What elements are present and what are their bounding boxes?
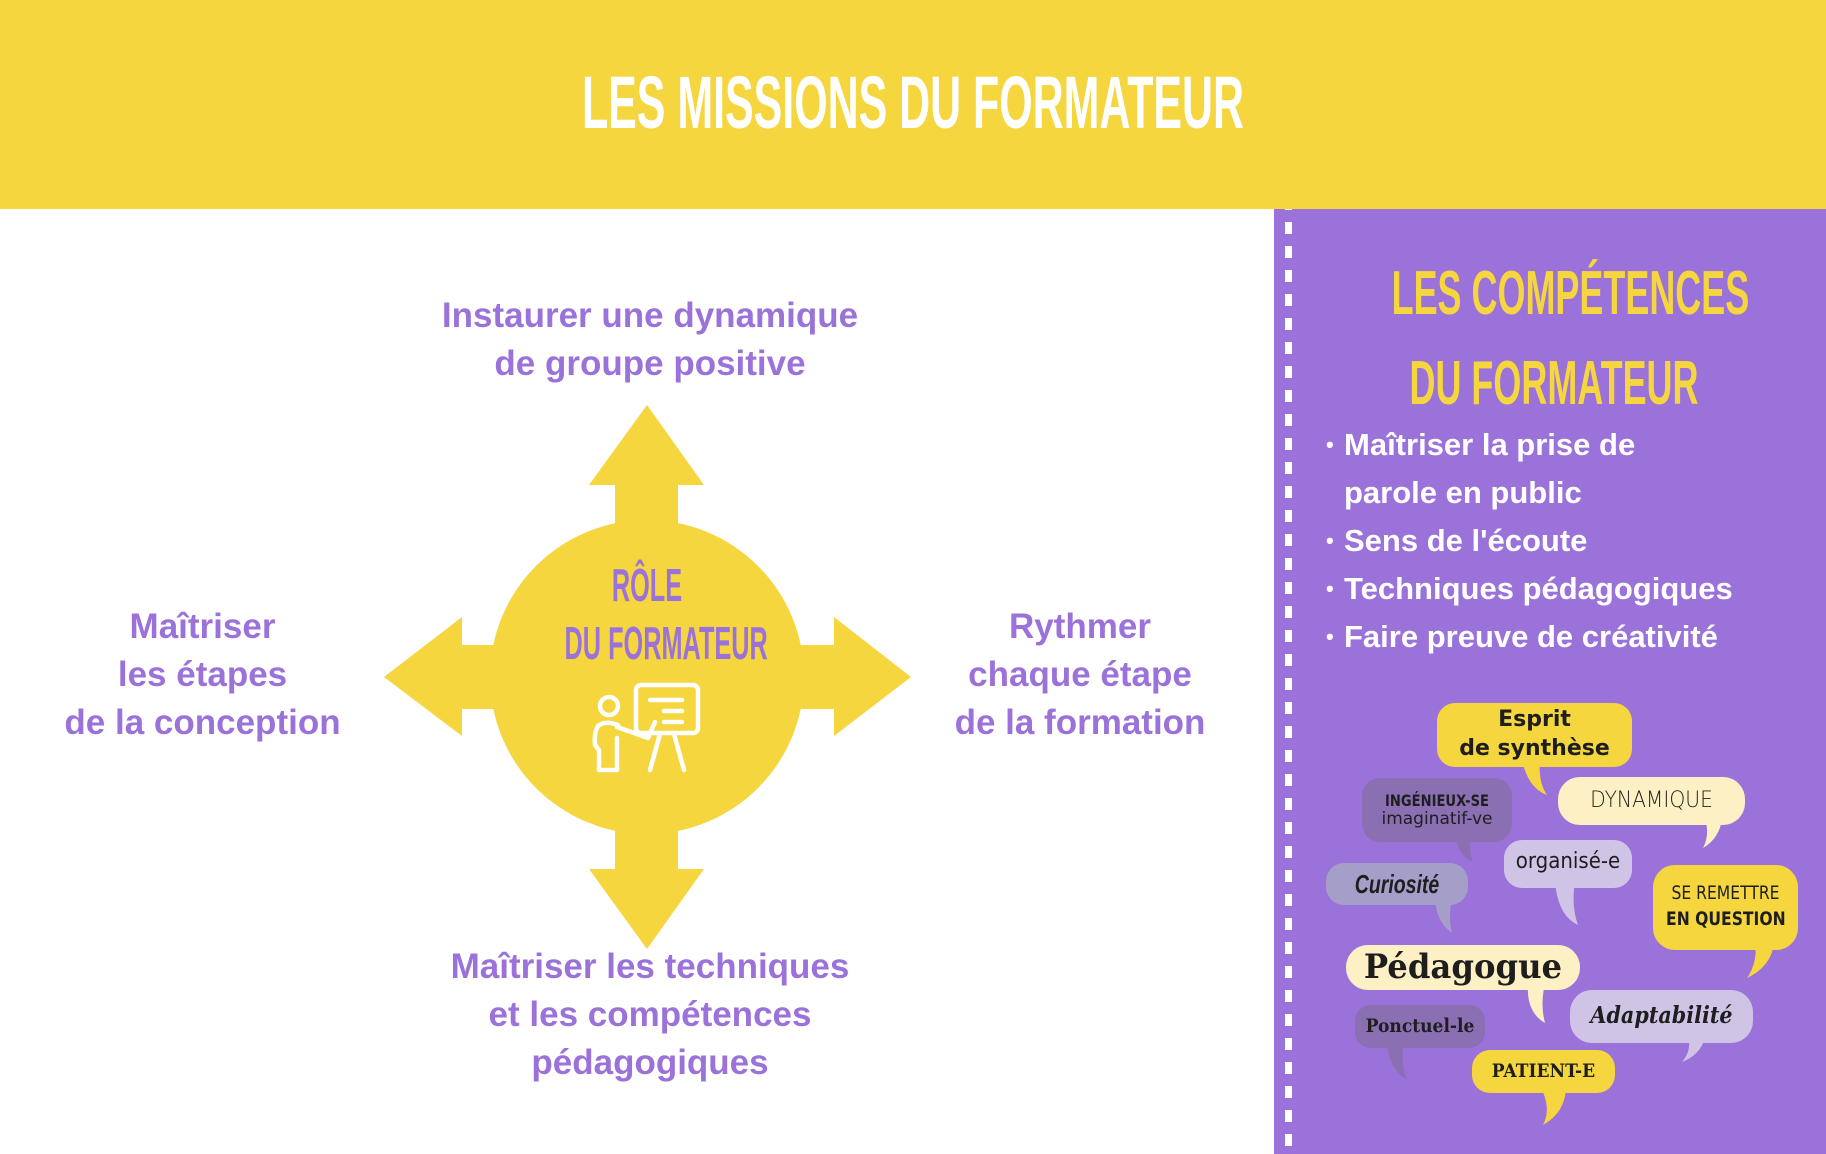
bubble-text-ingenieux: INGÉNIEUX-SE imaginatif-ve [1362, 791, 1512, 829]
mission-right-line: de la formation [954, 703, 1206, 742]
speech-bubble-esprit [1437, 703, 1632, 795]
mission-left: Maîtriser les étapes de la conception [20, 603, 385, 747]
bubble-line: Pédagogue [1363, 947, 1563, 987]
speech-bubble-ponctuel [1355, 1005, 1485, 1080]
bullet-icon: • [1326, 576, 1334, 601]
speech-bubble-ingenieux [1362, 778, 1512, 862]
role-circle [490, 520, 804, 834]
bubble-line: Esprit [1498, 707, 1571, 732]
bubble-line: EN QUESTION [1666, 908, 1786, 930]
dashed-divider [1285, 209, 1292, 1154]
page-title: LES MISSIONS DU FORMATEUR [581, 61, 1245, 144]
speech-bubble-curiosite [1326, 863, 1468, 933]
bubble-line: INGÉNIEUX-SE [1385, 791, 1489, 810]
mission-top: Instaurer une dynamique de groupe positi… [400, 292, 900, 388]
skill-item: • Sens de l'écoute [1326, 517, 1826, 565]
mission-right-line: chaque étape [968, 655, 1192, 694]
mission-top-line: de groupe positive [494, 344, 806, 383]
skill-text: Sens de l'écoute [1344, 523, 1588, 558]
speech-bubble-patient [1472, 1050, 1615, 1125]
bubble-line: Ponctuel-le [1365, 1015, 1475, 1037]
mission-bottom-line: Maîtriser les techniques [450, 947, 850, 986]
bubble-text-se-remettre: SE REMETTRE EN QUESTION [1653, 880, 1798, 932]
mission-right-line: Rythmer [1009, 607, 1151, 646]
role-diagram [384, 405, 911, 949]
bubble-line: DYNAMIQUE [1590, 788, 1713, 813]
bullet-icon: • [1326, 528, 1334, 553]
teacher-presentation-board-icon [592, 682, 701, 773]
bubble-text-patient: PATIENT-E [1472, 1058, 1615, 1084]
skill-item: • Maîtriser la prise de parole en public [1326, 421, 1826, 517]
bubble-line: Adaptabilité [1590, 1002, 1733, 1029]
bullet-icon: • [1326, 624, 1334, 649]
speech-bubble-se-remettre [1653, 865, 1798, 978]
bubble-line: de synthèse [1459, 736, 1610, 761]
mission-bottom-line: pédagogiques [531, 1043, 769, 1082]
panel-title-line2: DU FORMATEUR [1409, 349, 1699, 418]
role-title-line1: RÔLE [611, 559, 683, 611]
panel-title: LES COMPÉTENCES DU FORMATEUR [1391, 249, 1750, 429]
speech-bubble-dynamique [1558, 777, 1745, 848]
mission-left-line: les étapes [117, 655, 288, 694]
mission-top-line: Instaurer une dynamique [441, 296, 859, 335]
skill-item: • Techniques pédagogiques [1326, 565, 1826, 613]
bubble-text-organise: organisé-e [1504, 847, 1632, 877]
mission-left-line: Maîtriser [129, 607, 276, 646]
skills-list: • Maîtriser la prise de parole en public… [1326, 421, 1826, 661]
bullet-icon: • [1326, 432, 1334, 457]
bubble-text-dynamique: DYNAMIQUE [1558, 786, 1745, 816]
bubble-text-adaptabilite: Adaptabilité [1570, 1000, 1753, 1032]
bubble-text-curiosite: Curiosité [1326, 868, 1468, 900]
mission-bottom: Maîtriser les techniques et les compéten… [400, 943, 900, 1087]
bubble-line: organisé-e [1515, 849, 1621, 874]
bubble-text-esprit: Esprit de synthèse [1437, 705, 1632, 763]
skill-text: Maîtriser la prise de [1344, 427, 1636, 462]
skill-item: • Faire preuve de créativité [1326, 613, 1826, 661]
speech-bubble-adaptabilite [1570, 990, 1753, 1062]
skill-text: Faire preuve de créativité [1344, 619, 1718, 654]
bubble-line: SE REMETTRE [1671, 882, 1780, 904]
bubble-text-ponctuel: Ponctuel-le [1355, 1013, 1485, 1039]
speech-bubble-pedagogue [1346, 945, 1580, 1023]
skill-text: Techniques pédagogiques [1344, 571, 1733, 606]
bubble-line: PATIENT-E [1491, 1060, 1596, 1082]
speech-bubble-organise [1504, 840, 1632, 925]
mission-right: Rythmer chaque étape de la formation [920, 603, 1240, 747]
skill-text: parole en public [1344, 475, 1582, 510]
bubble-line: Curiosité [1354, 869, 1440, 899]
bubble-text-pedagogue: Pédagogue [1346, 945, 1580, 989]
mission-bottom-line: et les compétences [488, 995, 812, 1034]
panel-title-line1: LES COMPÉTENCES [1391, 259, 1750, 328]
bubble-line: imaginatif-ve [1381, 809, 1493, 829]
arrow-up-icon [589, 405, 704, 560]
mission-left-line: de la conception [64, 703, 341, 742]
header-banner: LES MISSIONS DU FORMATEUR [0, 0, 1826, 209]
